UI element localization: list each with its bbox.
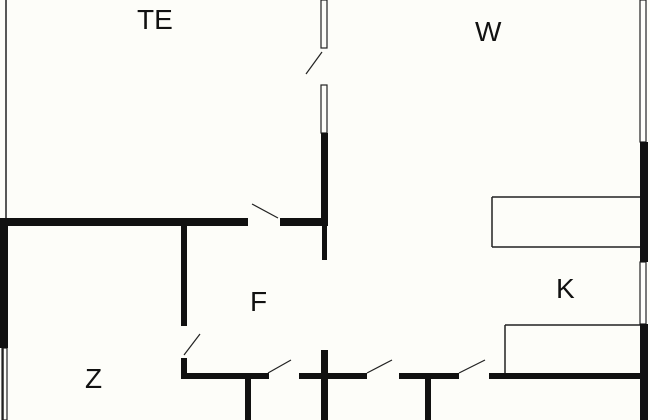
door-bottom-1	[267, 359, 292, 374]
door-te-w	[305, 51, 323, 75]
wall-center-stub	[322, 226, 327, 260]
wall-bottom-seg-3	[399, 373, 459, 379]
room-label-f: F	[250, 286, 268, 317]
wall-bottom-seg-1	[181, 373, 269, 379]
wall-center-vertical-upper	[321, 133, 328, 225]
wall-te-bottom-right	[280, 218, 328, 226]
wall-center-vertical-lower	[321, 350, 328, 420]
wall-right-outer-mid	[640, 142, 648, 262]
wall-te-bottom-left	[0, 218, 248, 226]
wall-left-outer	[0, 218, 8, 348]
room-label-z: Z	[85, 363, 103, 394]
room-label-w: W	[475, 16, 502, 47]
wall-f-left-lower	[181, 358, 187, 378]
wall-right-outer-lower	[640, 324, 648, 420]
room-label-te: TE	[137, 4, 173, 35]
door-bottom-3	[458, 359, 486, 374]
wall-bottom-seg-2	[299, 373, 367, 379]
wall-f-left-upper	[181, 226, 187, 326]
door-te-f	[251, 203, 279, 219]
wall-bottom-partition-1	[245, 379, 251, 420]
door-z-f	[183, 333, 201, 356]
wall-bottom-seg-4	[489, 373, 648, 379]
window-top-center	[320, 0, 328, 49]
wall-k-counter-joint	[640, 195, 646, 199]
wall-bottom-partition-2	[425, 379, 431, 420]
door-bottom-2	[366, 359, 393, 374]
room-label-k: K	[556, 273, 575, 304]
